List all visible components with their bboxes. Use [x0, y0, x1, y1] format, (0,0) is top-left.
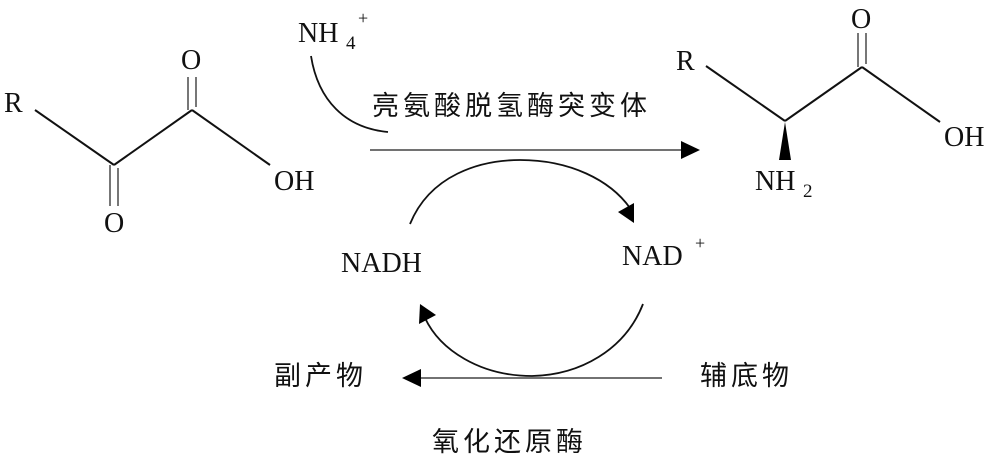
main-reaction-arrowhead-icon: [681, 141, 700, 159]
ammonium-incoming-curve: [310, 55, 389, 133]
bond-c1-oh: [191, 109, 271, 166]
wedge-bond-icon: [779, 122, 791, 160]
lower-cycle-arrowhead-icon: [419, 304, 436, 324]
bond-calpha-c: [784, 66, 863, 122]
amino-group-base: NH: [755, 166, 795, 197]
oxidoreductase-label: 氧化还原酶: [432, 427, 587, 458]
bond-r-c2: [34, 109, 115, 166]
product-amino-acid: R O OH NH 2: [676, 4, 984, 202]
enzyme-label-top: 亮氨酸脱氢酶突变体: [372, 91, 651, 122]
ammonium-base: NH: [298, 18, 338, 49]
nad-plus-superscript: +: [695, 233, 705, 253]
bond-c-oh: [861, 66, 941, 123]
product-carbonyl-oxygen: O: [851, 4, 871, 35]
nad-plus-base: NAD: [622, 241, 683, 272]
bond-c2-c1: [113, 109, 193, 166]
product-r-group: R: [676, 46, 695, 77]
ammonium-superscript: +: [358, 8, 368, 28]
regeneration-arrowhead-icon: [402, 369, 421, 387]
nadh-label: NADH: [341, 248, 422, 279]
reactant-r-group: R: [4, 88, 23, 119]
lower-cycle-arc: [424, 303, 644, 377]
ammonium-subscript: 4: [346, 33, 356, 54]
product-hydroxyl: OH: [944, 122, 984, 153]
ammonium-ion: NH 4 +: [298, 8, 389, 133]
upper-cycle-arrowhead-icon: [618, 203, 634, 223]
cofactor-cycle: NADH NAD +: [341, 159, 705, 377]
upper-cycle-arc: [409, 159, 631, 225]
cosubstrate-label: 辅底物: [700, 361, 793, 392]
reactant-hydroxyl: OH: [274, 166, 314, 197]
acid-oxygen: O: [181, 45, 201, 76]
amino-group-subscript: 2: [803, 181, 813, 202]
bond-r-calpha: [705, 65, 786, 122]
byproduct-label: 副产物: [274, 361, 367, 392]
reactant-keto-acid: R O O OH: [4, 45, 314, 239]
keto-oxygen: O: [104, 208, 124, 239]
